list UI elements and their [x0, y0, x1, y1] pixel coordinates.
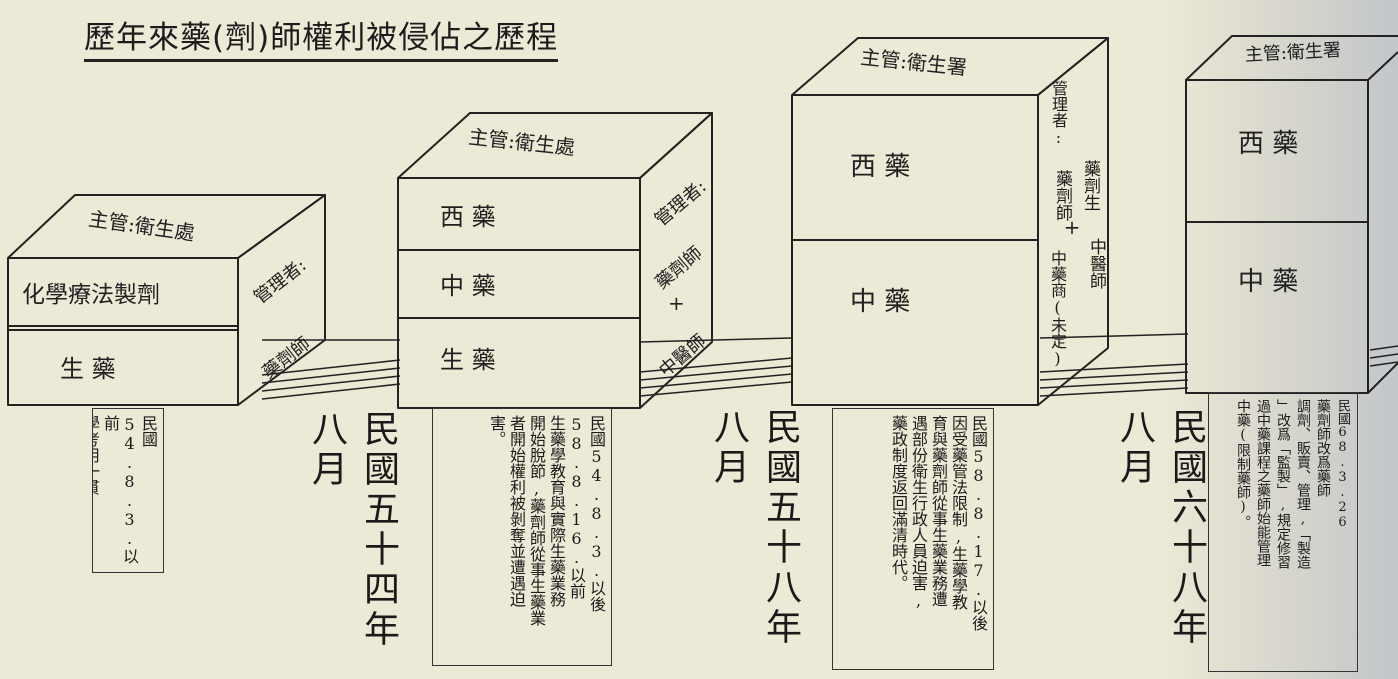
timeline-bar-2 [639, 337, 793, 397]
block-4-section-1: 西 藥 [1238, 129, 1298, 159]
era-label-2: 民國五十八年八月 [708, 408, 801, 648]
block-3-manager-2: 藥劑師 [1052, 170, 1072, 221]
note-2-line-4: 開始脫節,藥劑師從事生藥業 [527, 415, 546, 626]
note-box-3: 民國58.8.17.以後 因受藥管法限制,生藥學教 育與藥劑師從事生藥業務遭 遇… [832, 408, 994, 670]
block-2 [397, 112, 713, 409]
block-1-section-2: 生 藥 [60, 355, 116, 383]
note-1-line-1: 民國54.8.3.以前 [101, 415, 158, 564]
timeline-bar-1 [261, 339, 401, 400]
note-4-line-2: 藥劑師改爲藥師 [1315, 399, 1331, 497]
block-3-manager-1: 藥劑生 [1080, 160, 1100, 211]
block-3-authority: 主管:衛生署 [859, 45, 968, 80]
block-2-section-2: 中 藥 [440, 272, 496, 300]
block-3 [791, 37, 1109, 406]
era-label-1: 民國五十四年八月 [306, 410, 399, 650]
block-3-plus-sign: + [1060, 215, 1084, 239]
block-3-manager-label: 管理者: [1049, 80, 1068, 147]
block-2-section-1: 西 藥 [440, 203, 496, 231]
block-4-section-2: 中 藥 [1238, 267, 1298, 297]
era-label-3: 民國六十八年八月 [1114, 408, 1207, 648]
note-4-line-1: 民國68.3.26 [1335, 399, 1350, 530]
note-4-line-3: 調劑、販賣、管理,「製造 [1295, 399, 1311, 569]
block-1-manager-1: 藥劑師 [259, 333, 314, 383]
block-3-section-1: 西 藥 [850, 152, 910, 182]
block-1 [7, 194, 326, 406]
note-4-line-4: 」改爲「監製」,規定修習 [1275, 399, 1291, 569]
block-4-authority: 主管:衛生署 [1244, 40, 1341, 66]
block-2-plus-sign: + [668, 291, 685, 315]
note-2-line-3: 生藥學教育與實際生藥業務 [547, 415, 566, 607]
note-2-line-1: 民國54.8.3.以後 [587, 415, 606, 612]
note-3-line-1: 民國58.8.17.以後 [969, 415, 988, 631]
block-2-authority: 主管:衛生處 [467, 125, 576, 160]
note-4-line-6: 中藥(限制藥師)。 [1235, 399, 1251, 529]
note-3-line-2: 因受藥管法限制,生藥學教 [949, 415, 968, 610]
note-4-line-5: 過中藥課程之藥師始能管理 [1255, 399, 1271, 567]
note-2-line-5: 者開始權利被剝奪並遭遇迫 [507, 415, 526, 607]
note-3-line-3: 育與藥劑師從事生藥業務遭 [929, 415, 948, 607]
block-3-section-2: 中 藥 [850, 287, 910, 317]
note-box-4: 民國68.3.26 藥劑師改爲藥師 調劑、販賣、管理,「製造 」改爲「監製」,規… [1208, 392, 1358, 672]
note-3-line-4: 遇部份衛生行政人員迫害, [909, 415, 928, 610]
block-3-manager-3: 中醫師 [1086, 238, 1106, 289]
block-3-manager-4: 中藥商(未定) [1048, 250, 1067, 368]
block-1-section-1: 化學療法製劑 [22, 282, 160, 308]
block-1-manager-label: 管理者: [250, 255, 310, 309]
block-1-authority: 主管:衛生處 [87, 206, 196, 245]
block-4 [1185, 35, 1398, 394]
block-2-manager-1: 藥劑師 [652, 243, 707, 294]
timeline-bar-3 [1039, 333, 1189, 397]
note-2-line-6: 害。 [487, 415, 506, 447]
note-box-2: 民國54.8.3.以後 58.8.16.以前 生藥學教育與實際生藥業務 開始脫節… [432, 408, 612, 666]
note-2-line-2: 58.8.16.以前 [567, 415, 586, 599]
note-box-1: 民國54.8.3.以前 學考用一貫 [92, 408, 164, 573]
timeline-bar-4 [1369, 345, 1398, 367]
block-2-manager-label: 管理者: [651, 176, 711, 231]
page-title: 歷年來藥(劑)師權利被侵佔之歷程 [84, 12, 559, 62]
block-2-section-3: 生 藥 [440, 346, 496, 374]
note-3-line-5: 藥政制度返回滿清時代。 [889, 415, 908, 591]
note-1-line-2: 學考用一貫 [92, 415, 100, 495]
